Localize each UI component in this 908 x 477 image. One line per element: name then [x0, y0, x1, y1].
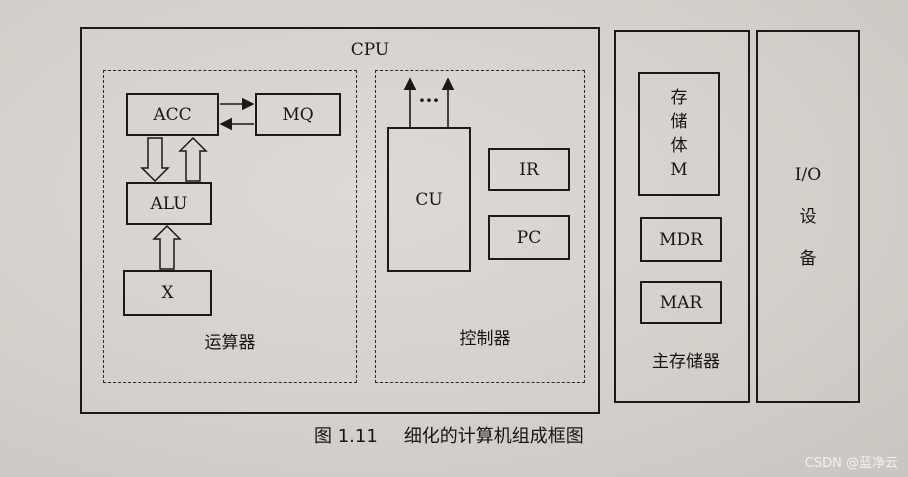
mq-register: MQ: [255, 93, 341, 136]
storage-line-3: 体: [670, 136, 688, 156]
control-section-label: 控制器: [459, 329, 511, 349]
storage-line-4: M: [670, 160, 688, 180]
alu-section-box: [103, 70, 357, 383]
alu-to-acc-arrow: [178, 136, 208, 182]
pc-register: PC: [488, 215, 570, 260]
io-line-2: 设: [799, 206, 817, 227]
storage-line-2: 储: [670, 112, 688, 132]
figure-caption: 图 1.11 细化的计算机组成框图: [314, 422, 584, 448]
acc-register: ACC: [126, 93, 219, 136]
figure-title: 细化的计算机组成框图: [403, 426, 584, 447]
cu-output-ellipsis: ···: [418, 88, 440, 112]
storage-body-m: 存 储 体 M: [638, 72, 720, 196]
main-memory-box: [614, 30, 750, 403]
figure-number: 图 1.11: [314, 426, 378, 447]
mdr-register: MDR: [640, 217, 722, 262]
io-device-box: I/O 设 备: [756, 30, 860, 403]
x-to-alu-arrow: [152, 224, 182, 270]
acc-to-alu-arrow: [140, 137, 170, 183]
cpu-title: CPU: [350, 40, 390, 60]
io-line-3: 备: [799, 248, 817, 269]
csdn-watermark: CSDN @蓝净云: [804, 456, 898, 471]
ir-register: IR: [488, 148, 570, 191]
main-memory-label: 主存储器: [652, 352, 720, 372]
storage-line-1: 存: [670, 88, 688, 108]
mar-register: MAR: [640, 281, 722, 324]
x-register: X: [123, 270, 212, 316]
cu-unit: CU: [387, 127, 471, 272]
cpu-box: [80, 27, 600, 414]
alu-unit: ALU: [126, 182, 212, 225]
io-line-1: I/O: [794, 164, 822, 185]
control-section-box: [375, 70, 585, 383]
alu-section-label: 运算器: [204, 333, 256, 353]
